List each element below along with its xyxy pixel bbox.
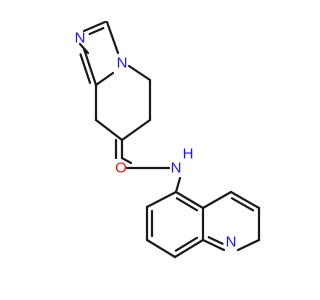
bond-n-c1 (201, 238, 226, 252)
bond-c8-c8a (173, 238, 205, 259)
bond-c8-c8a-inner (174, 236, 199, 252)
bond-c4-c3-inner (230, 197, 255, 212)
bond-c8a-c1-inner (79, 53, 92, 84)
molecule-structure: N N O N H N (75, 20, 261, 259)
bond-ch-ch2 (94, 118, 124, 142)
bond-c2-n (236, 238, 261, 252)
isoquinoline-nitrogen-label: N (226, 234, 237, 251)
bond-c4a-c5-inner (175, 197, 199, 212)
bond-nbridge-c8a (94, 71, 115, 87)
bond-imid-c-nbridge (105, 20, 120, 55)
bonds (78, 20, 261, 259)
bond-c4a-c4 (201, 190, 233, 210)
bond-c5-c6 (145, 190, 178, 209)
bond-imid-n-c-inner (88, 27, 105, 36)
bond-c7-c8 (145, 238, 177, 259)
bond-n-c1-inner (207, 236, 224, 245)
imidazole-nitrogen-label: N (75, 30, 86, 47)
bond-c8a-c1 (82, 47, 98, 87)
bond-c4-c3 (229, 190, 261, 210)
carbonyl-oxygen-label: O (115, 160, 127, 177)
bond-nbridge-ch2 (127, 64, 152, 82)
bridgehead-nitrogen-label: N (117, 55, 128, 72)
bond-ch2-ch (120, 118, 152, 142)
amide-nitrogen-label: N (171, 160, 182, 177)
bond-c4a-c5 (174, 190, 205, 210)
bond-n-aryl (174, 176, 182, 194)
bond-carbonyl-gap (120, 156, 133, 165)
amide-hydrogen-label: H (183, 146, 194, 163)
atom-labels: N N O N H N (75, 30, 237, 251)
bond-imid-n-c (82, 20, 107, 33)
